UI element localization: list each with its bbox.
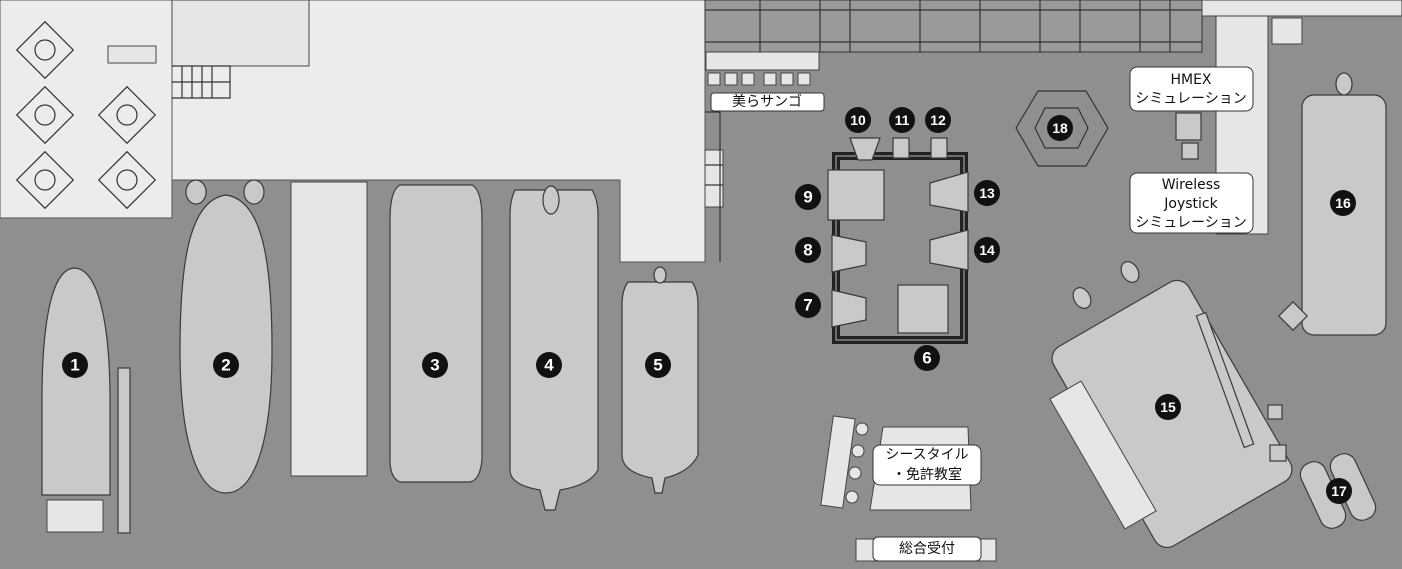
booth-truss: [827, 137, 969, 344]
svg-text:14: 14: [979, 242, 995, 258]
marker-4[interactable]: 4: [536, 352, 562, 378]
svg-text:総合受付: 総合受付: [899, 541, 955, 557]
marker-13[interactable]: 13: [974, 180, 1000, 206]
simulator-stand: [1175, 112, 1202, 160]
marker-10[interactable]: 10: [845, 107, 871, 133]
svg-text:16: 16: [1335, 195, 1351, 211]
marker-15[interactable]: 15: [1155, 394, 1181, 420]
boat-5-shape: [621, 266, 699, 494]
svg-text:9: 9: [803, 188, 812, 207]
label-reception: 総合受付: [872, 536, 982, 562]
marker-11[interactable]: 11: [889, 107, 915, 133]
svg-text:3: 3: [430, 356, 439, 375]
svg-text:6: 6: [922, 349, 931, 368]
svg-text:5: 5: [653, 356, 662, 375]
svg-text:13: 13: [979, 185, 995, 201]
svg-text:シースタイル: シースタイル: [885, 447, 968, 463]
cafe-area: [0, 0, 173, 219]
hexagon-stage: [1015, 90, 1109, 167]
svg-text:Joystick: Joystick: [1163, 196, 1218, 212]
svg-text:Wireless: Wireless: [1162, 177, 1221, 193]
boat-2-shape: [179, 179, 273, 494]
marker-7[interactable]: 7: [795, 292, 821, 318]
svg-text:10: 10: [850, 112, 866, 128]
svg-text:7: 7: [803, 296, 812, 315]
svg-text:17: 17: [1331, 483, 1347, 499]
svg-text:8: 8: [803, 241, 812, 260]
building-block: [171, 0, 706, 263]
boat-1-shape: [41, 267, 131, 534]
svg-text:18: 18: [1052, 120, 1068, 136]
boat-4-shape: [509, 185, 599, 511]
label-seastyle-classroom: シースタイル ・免許教室: [872, 444, 982, 486]
label-churasango: 美らサンゴ: [710, 92, 825, 112]
svg-text:12: 12: [930, 112, 946, 128]
svg-text:11: 11: [895, 112, 910, 128]
svg-text:1: 1: [70, 356, 79, 375]
marker-6[interactable]: 6: [914, 345, 940, 371]
boat-3-shape: [389, 184, 483, 483]
svg-text:美らサンゴ: 美らサンゴ: [732, 93, 802, 110]
marker-3[interactable]: 3: [422, 352, 448, 378]
svg-text:シミュレーション: シミュレーション: [1135, 91, 1246, 107]
marker-18[interactable]: 18: [1047, 115, 1073, 141]
marker-16[interactable]: 16: [1330, 190, 1356, 216]
marker-14[interactable]: 14: [974, 237, 1000, 263]
marker-8[interactable]: 8: [795, 237, 821, 263]
marker-12[interactable]: 12: [925, 107, 951, 133]
svg-text:4: 4: [544, 356, 554, 375]
svg-text:HMEX: HMEX: [1170, 72, 1211, 88]
marker-2[interactable]: 2: [213, 352, 239, 378]
svg-text:・免許教室: ・免許教室: [892, 466, 962, 483]
truss-wall: [704, 0, 1402, 262]
marker-1[interactable]: 1: [62, 352, 88, 378]
marker-17[interactable]: 17: [1326, 478, 1352, 504]
svg-text:2: 2: [221, 356, 230, 375]
svg-text:15: 15: [1160, 399, 1176, 415]
marker-9[interactable]: 9: [795, 184, 821, 210]
marker-5[interactable]: 5: [645, 352, 671, 378]
svg-text:シミュレーション: シミュレーション: [1135, 215, 1246, 231]
walkway: [290, 181, 368, 477]
label-hmex-simulation: HMEX シミュレーション: [1129, 66, 1254, 112]
label-wireless-joystick-simulation: Wireless Joystick シミュレーション: [1129, 172, 1254, 234]
